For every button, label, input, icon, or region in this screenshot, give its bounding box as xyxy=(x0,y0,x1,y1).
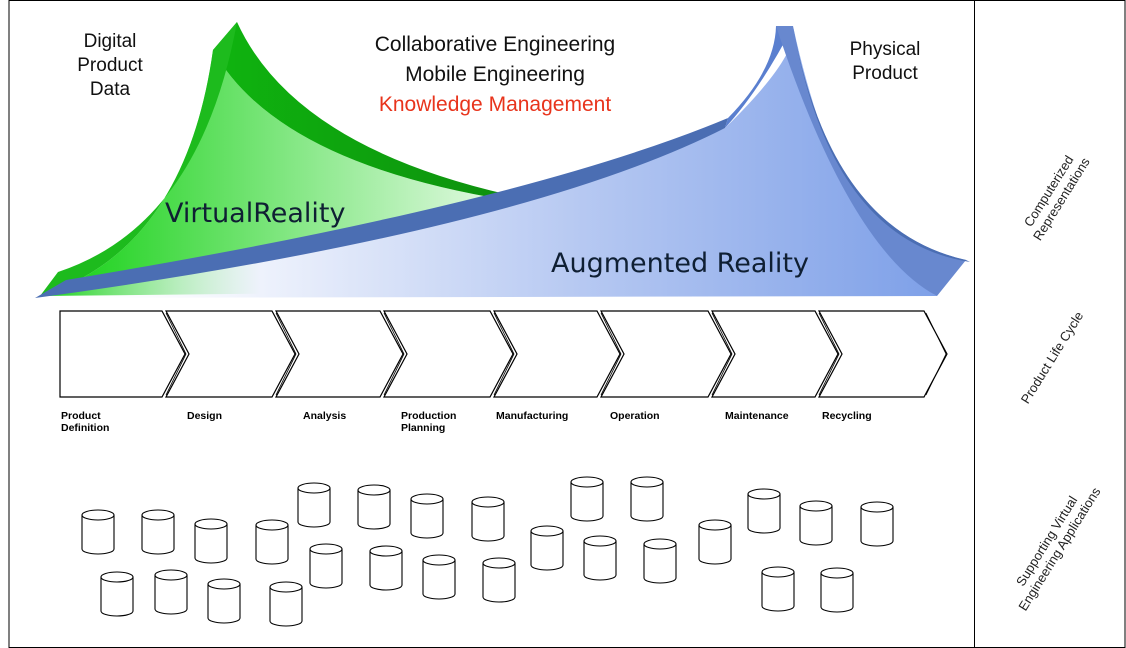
database-icon xyxy=(154,569,188,615)
label-line: Product xyxy=(852,63,918,84)
database-icon xyxy=(297,482,331,528)
database-icon xyxy=(309,543,343,589)
phase-line: Analysis xyxy=(303,410,347,422)
database-icon xyxy=(422,554,456,600)
database-icon xyxy=(820,567,854,613)
label-line: Physical xyxy=(849,39,921,60)
phase-label-maintenance: Maintenance xyxy=(725,410,789,422)
database-icon xyxy=(369,545,403,591)
augmented-reality-label: Augmented Reality xyxy=(551,248,809,279)
database-icon xyxy=(630,476,664,522)
database-icon xyxy=(583,535,617,581)
chevron-operation xyxy=(599,310,732,398)
augmented-reality-edge xyxy=(793,26,970,262)
chevron-analysis xyxy=(274,310,404,398)
phase-line: Manufacturing xyxy=(496,410,569,422)
phase-line: Maintenance xyxy=(725,410,789,422)
phase-label-design: Design xyxy=(187,410,222,422)
chevron-recycling xyxy=(817,310,948,398)
database-icon xyxy=(81,509,115,555)
physical-product-label: Physical Product xyxy=(830,38,940,86)
phase-line: Product xyxy=(61,410,101,422)
database-icon xyxy=(255,519,289,565)
phase-label-operation: Operation xyxy=(610,410,660,422)
virtual-reality-band xyxy=(213,22,560,205)
database-icon xyxy=(141,509,175,555)
database-icon xyxy=(357,484,391,530)
label-line: Data xyxy=(89,79,131,100)
augmented-reality-fill xyxy=(35,26,937,298)
database-icon xyxy=(761,566,795,612)
database-icon xyxy=(643,538,677,584)
chevron-design xyxy=(164,310,296,398)
database-icon xyxy=(269,581,303,627)
phase-line: Recycling xyxy=(822,410,872,422)
database-icon xyxy=(100,571,134,617)
database-icon xyxy=(410,493,444,539)
chevron-inner-shadows xyxy=(165,312,947,396)
chevron-maintenance xyxy=(710,310,839,398)
phase-label-product-definition: Product Definition xyxy=(61,410,109,434)
database-icon xyxy=(194,518,228,564)
engineering-labels: Collaborative Engineering Mobile Enginee… xyxy=(318,30,672,120)
database-icon xyxy=(799,500,833,546)
database-icon xyxy=(530,525,564,571)
chevron-product-definition xyxy=(59,310,186,398)
phase-line: Definition xyxy=(61,422,110,434)
phase-label-production-planning: Production Planning xyxy=(401,410,456,434)
phase-line: Design xyxy=(187,410,223,422)
phase-line: Production xyxy=(401,410,457,422)
label-line: Digital xyxy=(83,31,137,52)
database-icon xyxy=(570,476,604,522)
chevron-row xyxy=(59,310,948,398)
virtual-reality-base xyxy=(40,22,237,296)
phase-label-analysis: Analysis xyxy=(303,410,346,422)
augmented-reality-peak xyxy=(725,26,793,128)
database-icon xyxy=(207,578,241,624)
phase-line: Operation xyxy=(610,410,660,422)
knowledge-management-label: Knowledge Management xyxy=(378,93,612,116)
phase-label-manufacturing: Manufacturing xyxy=(496,410,568,422)
chevron-manufacturing xyxy=(492,310,621,398)
database-icon xyxy=(482,557,516,603)
database-icon xyxy=(471,496,505,542)
database-icon xyxy=(698,519,732,565)
augmented-reality-band xyxy=(35,118,728,298)
phase-line: Planning xyxy=(401,422,446,434)
database-icons xyxy=(81,476,894,627)
mobile-engineering-label: Mobile Engineering xyxy=(405,63,585,86)
augmented-reality-side xyxy=(776,26,966,296)
collaborative-engineering-label: Collaborative Engineering xyxy=(374,33,616,56)
database-icon xyxy=(747,488,781,534)
digital-product-data-label: Digital Product Data xyxy=(62,30,158,102)
chevron-production-planning xyxy=(382,310,514,398)
label-line: Product xyxy=(77,55,143,76)
phase-label-recycling: Recycling xyxy=(822,410,872,422)
virtual-reality-label: VirtualReality xyxy=(165,198,346,229)
database-icon xyxy=(860,501,894,547)
